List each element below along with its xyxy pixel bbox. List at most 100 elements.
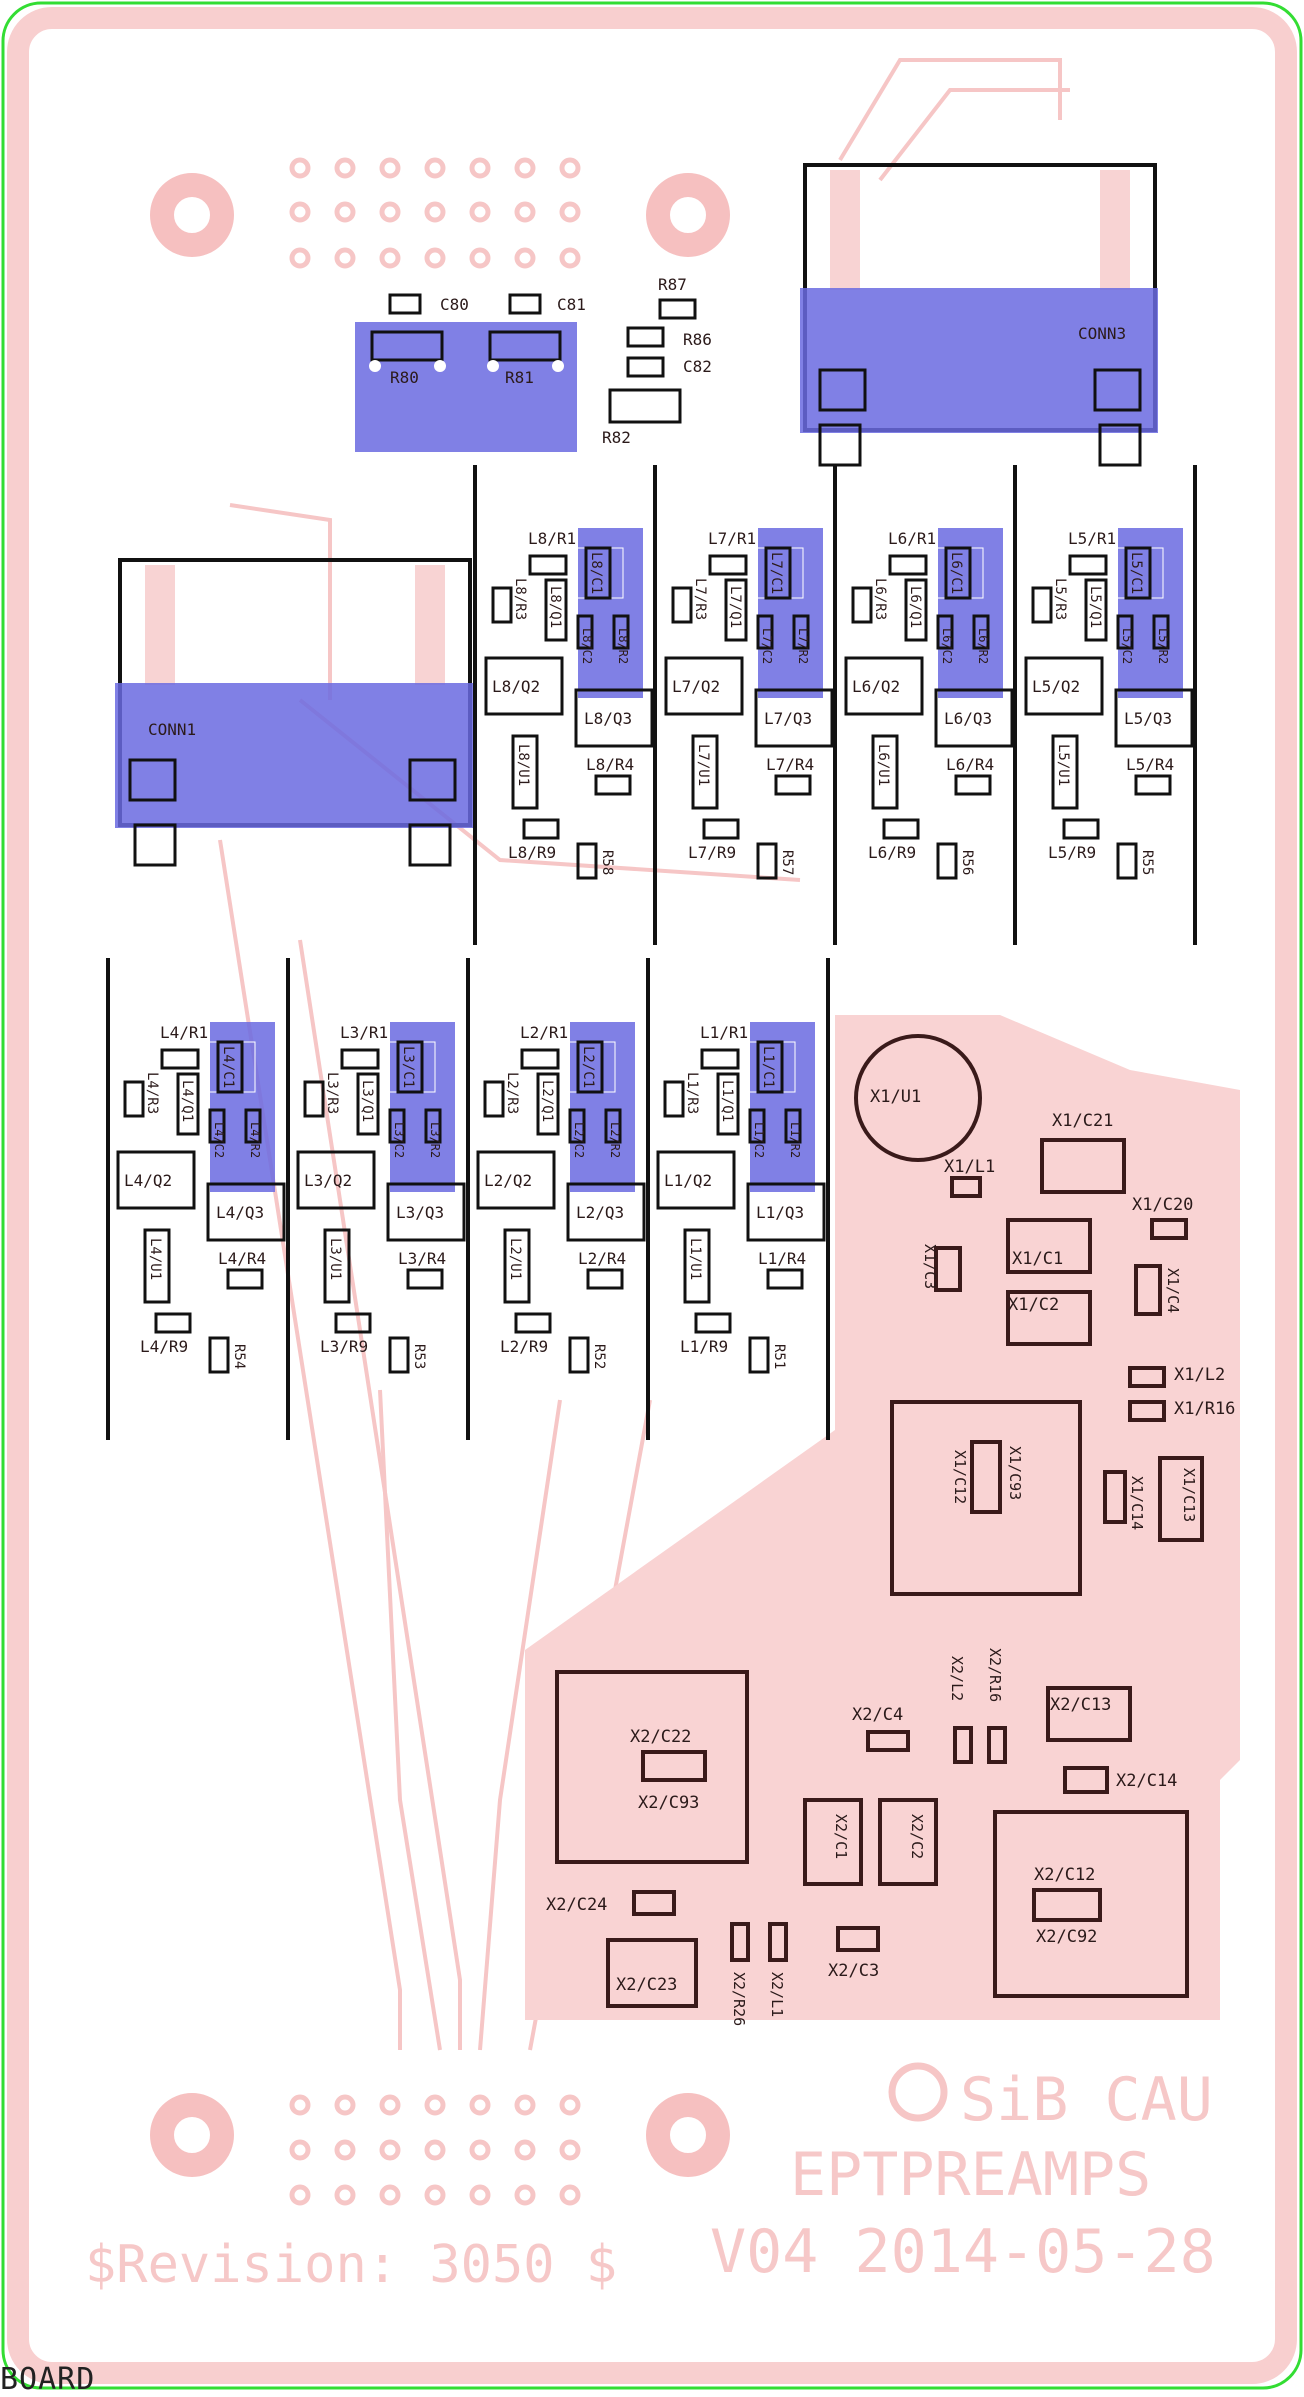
r2-footprint	[604, 1108, 622, 1144]
x1-r16-label: X1/R16	[1174, 1399, 1235, 1419]
c2-footprint	[1116, 614, 1134, 650]
q3-label: L4/Q3	[216, 1203, 264, 1222]
c81-label: C81	[557, 295, 586, 314]
conn3-label: CONN3	[1078, 324, 1126, 343]
r2-label: L8/R2	[616, 628, 630, 664]
x1-section	[854, 1034, 1204, 1596]
c2-footprint	[576, 614, 594, 650]
q3-footprint	[566, 1182, 646, 1242]
r3-footprint	[483, 1080, 505, 1118]
q1-footprint	[536, 1072, 560, 1136]
c2-label: L1/C2	[752, 1122, 766, 1158]
q2-label: L5/Q2	[1032, 677, 1080, 696]
r2-label: L3/R2	[428, 1122, 442, 1158]
via-grid-bottom	[289, 2094, 581, 2206]
q2-footprint	[484, 656, 564, 716]
x1-c3-label: X1/C3	[921, 1244, 939, 1289]
c2-label: L6/C2	[940, 628, 954, 664]
r5-footprint	[208, 1336, 230, 1374]
r9-label: L7/R9	[688, 843, 736, 862]
via-grid-top	[289, 157, 581, 269]
q1-label: L5/Q1	[1087, 586, 1103, 628]
logo-line-3: V04 2014-05-28	[710, 2217, 1216, 2287]
q1-footprint	[724, 578, 748, 642]
x2-l2-label: X2/L2	[948, 1656, 966, 1701]
r86-label: R86	[683, 330, 712, 349]
x1-l1-label: X1/L1	[944, 1157, 995, 1177]
connector-conn1: CONN1	[115, 558, 473, 867]
q1-label: L1/Q1	[719, 1080, 735, 1122]
r2-footprint	[244, 1108, 262, 1144]
x1-c20-label: X1/C20	[1132, 1195, 1193, 1215]
q2-footprint	[116, 1150, 196, 1210]
r4-label: L4/R4	[218, 1249, 266, 1268]
r9-label: L3/R9	[320, 1337, 368, 1356]
x2-c3-label: X2/C3	[828, 1961, 879, 1981]
c80-label: C80	[440, 295, 469, 314]
u1-footprint	[323, 1228, 351, 1304]
r1-label: L1/R1	[700, 1023, 748, 1042]
x1-l2-label: X1/L2	[1174, 1365, 1225, 1385]
r9-label: L4/R9	[140, 1337, 188, 1356]
r4-footprint	[954, 774, 992, 796]
r9-label: L2/R9	[500, 1337, 548, 1356]
r2-footprint	[612, 614, 630, 650]
x2-c23-label: X2/C23	[616, 1975, 677, 1995]
x1-c12-label: X1/C12	[951, 1450, 969, 1504]
x2-c24-label: X2/C24	[546, 1895, 607, 1915]
r4-label: L3/R4	[398, 1249, 446, 1268]
r2-label: L5/R2	[1156, 628, 1170, 664]
copper-branding: SiB CAU EPTPREAMPS V04 2014-05-28 $Revis…	[85, 2062, 1216, 2295]
q2-label: L8/Q2	[492, 677, 540, 696]
q3-footprint	[574, 688, 654, 748]
ground-ring	[7, 7, 1297, 2384]
r80-label: R80	[390, 368, 419, 387]
r5-footprint	[748, 1336, 770, 1374]
q2-footprint	[296, 1150, 376, 1210]
x1-c2-label: X1/C2	[1008, 1295, 1059, 1315]
c82-label: C82	[683, 357, 712, 376]
r9-label: L5/R9	[1048, 843, 1096, 862]
c1-footprint	[1124, 546, 1152, 600]
c2-footprint	[936, 614, 954, 650]
r3-label: L2/R3	[504, 1072, 520, 1114]
r5-label: R56	[959, 850, 975, 875]
r4-footprint	[766, 1268, 804, 1290]
q2-footprint	[656, 1150, 736, 1210]
r9-footprint	[334, 1312, 372, 1334]
x2-c22-label: X2/C22	[630, 1727, 691, 1747]
top-resistors: C80 C81 R80 R81 R87 R86 C82 R82	[355, 275, 712, 452]
c2-label: L8/C2	[580, 628, 594, 664]
r5-footprint	[936, 842, 958, 880]
c1-footprint	[764, 546, 792, 600]
r2-footprint	[1152, 614, 1170, 650]
r5-footprint	[756, 842, 778, 880]
x2-c1-label: X2/C1	[832, 1814, 850, 1859]
r2-footprint	[784, 1108, 802, 1144]
r3-footprint	[1031, 586, 1053, 624]
q1-footprint	[904, 578, 928, 642]
c1-label: L8/C1	[588, 552, 604, 594]
x2-section	[555, 1670, 1189, 2008]
r3-label: L6/R3	[872, 578, 888, 620]
r4-label: L5/R4	[1126, 755, 1174, 774]
q3-label: L8/Q3	[584, 709, 632, 728]
r1-footprint	[340, 1048, 380, 1070]
u1-label: L7/U1	[695, 744, 711, 786]
r3-footprint	[491, 586, 513, 624]
u1-footprint	[683, 1228, 711, 1304]
q1-label: L4/Q1	[179, 1080, 195, 1122]
r4-label: L7/R4	[766, 755, 814, 774]
r1-label: L5/R1	[1068, 529, 1116, 548]
q3-label: L6/Q3	[944, 709, 992, 728]
q1-footprint	[544, 578, 568, 642]
u1-label: L1/U1	[687, 1238, 703, 1280]
channel-dividers	[106, 465, 1197, 1440]
u1-label: L6/U1	[875, 744, 891, 786]
